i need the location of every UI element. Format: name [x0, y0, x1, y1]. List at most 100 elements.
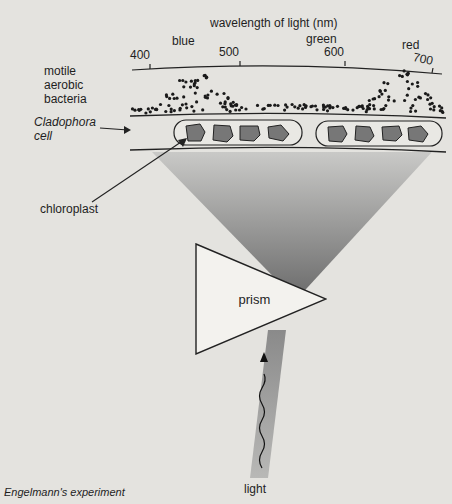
bacterium-dot: [192, 110, 195, 113]
bacterium-dot: [149, 110, 152, 113]
bacterium-dot: [181, 79, 184, 82]
bacterium-dot: [411, 82, 414, 85]
bacterium-dot: [234, 108, 237, 111]
bacterium-dot: [406, 72, 409, 75]
bacterium-dot: [382, 107, 385, 110]
bacterium-dot: [322, 105, 325, 108]
bacterium-dot: [336, 105, 339, 108]
cladophora-cell: [316, 121, 442, 146]
bacterium-dot: [373, 107, 376, 110]
bacterium-dot: [326, 109, 329, 112]
bacterium-dot: [168, 97, 171, 100]
bacterium-dot: [159, 103, 162, 106]
bacterium-dot: [229, 102, 232, 105]
bacterium-dot: [131, 107, 134, 110]
bacterium-dot: [386, 82, 389, 85]
label: light: [244, 482, 266, 496]
bacterium-dot: [382, 108, 385, 111]
bacterium-dot: [182, 85, 185, 88]
bacterium-dot: [360, 105, 363, 108]
bacterium-dot: [224, 100, 227, 103]
bacterium-dot: [201, 108, 204, 111]
bacterium-dot: [206, 93, 209, 96]
bacterium-dot: [190, 105, 193, 108]
bacterium-dot: [414, 110, 417, 113]
bacterium-dot: [293, 105, 296, 108]
bacterium-dot: [398, 74, 401, 77]
chloroplasts: [186, 124, 428, 142]
bacterium-dot: [378, 95, 381, 98]
bacterium-dot: [357, 105, 360, 108]
filament-wall: [130, 147, 446, 152]
bacterium-dot: [406, 94, 409, 97]
bacterium-dot: [311, 104, 314, 107]
bacterium-dot: [351, 109, 354, 112]
bacterium-dot: [273, 104, 276, 107]
bacterium-dot: [417, 96, 420, 99]
light-beam: [250, 330, 286, 478]
bacterium-dot: [303, 103, 306, 106]
bacterium-dot: [403, 69, 406, 72]
bacterium-dot: [366, 108, 369, 111]
label: wavelength of light (nm): [210, 16, 337, 30]
bacterium-dot: [433, 105, 436, 108]
bacterium-dot: [193, 84, 196, 87]
leader-arrowhead: [178, 138, 187, 147]
bacterium-dot: [151, 106, 154, 109]
bacterium-dot: [304, 106, 307, 109]
bacterium-dot: [139, 108, 142, 111]
bacterium-dot: [379, 90, 382, 93]
bacterium-dot: [387, 99, 390, 102]
bacterium-dot: [429, 96, 432, 99]
bacterium-dot: [406, 80, 409, 83]
bacterium-dot: [315, 108, 318, 111]
bacterium-dot: [407, 87, 410, 90]
bacterium-dot: [173, 97, 176, 100]
light-arrowhead: [260, 352, 268, 362]
bacterium-dot: [244, 107, 247, 110]
bacterium-dot: [155, 108, 158, 111]
bacterium-dot: [210, 90, 213, 93]
bacterium-dot: [409, 110, 412, 113]
bacterium-dot: [147, 107, 150, 110]
bacterium-dot: [382, 81, 385, 84]
bacterium-dot: [414, 98, 417, 101]
bacterium-dot: [401, 75, 404, 78]
cladophora-cell: [174, 120, 302, 145]
bacterium-dot: [196, 86, 199, 89]
bacterium-dot: [170, 108, 173, 111]
bacterium-dot: [226, 97, 229, 100]
filament-wall: [130, 113, 446, 118]
wavelength-axis: [132, 66, 442, 74]
bacterium-dot: [301, 107, 304, 110]
bacterium-dot: [219, 102, 222, 105]
caption: Engelmann's experiment: [4, 486, 125, 498]
spectrum-fan: [152, 152, 432, 300]
bacterium-dot: [283, 109, 286, 112]
bacterium-dot: [393, 99, 396, 102]
bacterium-dot: [269, 104, 272, 107]
bacterium-dot: [314, 104, 317, 107]
bacterium-dot: [225, 108, 228, 111]
bacterium-dot: [329, 105, 332, 108]
label: 600: [324, 45, 344, 59]
bacterium-dot: [328, 104, 331, 107]
label: chloroplast: [40, 202, 98, 216]
bacterium-dot: [438, 105, 441, 108]
bacterium-dot: [185, 106, 188, 109]
label: 500: [219, 45, 239, 59]
leader-arrowhead: [124, 126, 131, 134]
label: motile aerobic bacteria: [44, 64, 106, 106]
bacterium-dot: [195, 100, 198, 103]
label: red: [402, 38, 419, 52]
bacterium-dot: [178, 79, 181, 82]
bacterium-dot: [194, 92, 197, 95]
label: 700: [412, 50, 435, 68]
label: Cladophora cell: [34, 115, 104, 143]
bacterium-dot: [416, 85, 419, 88]
bacterium-dot: [342, 107, 345, 110]
bacterium-dot: [175, 97, 178, 100]
bacterium-dot: [424, 92, 427, 95]
bacterium-dot: [261, 108, 264, 111]
bacterium-dot: [184, 102, 187, 105]
